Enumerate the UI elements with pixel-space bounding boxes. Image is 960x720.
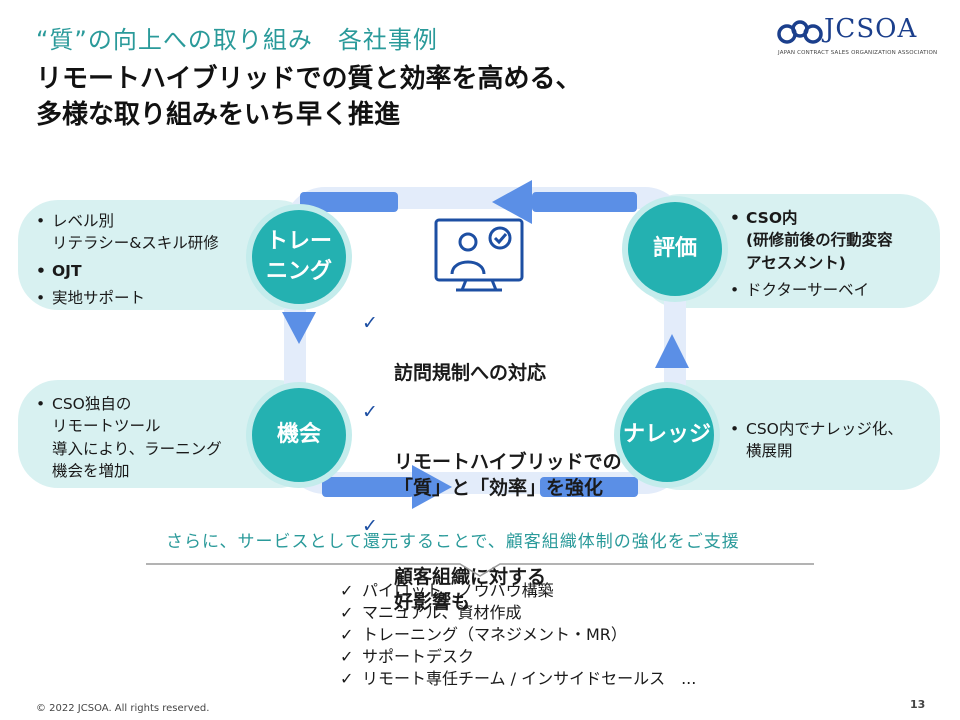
center-check-text-2: リモートハイブリッドでの 「質」と「効率」を強化 <box>394 451 622 499</box>
logo-subtext: JAPAN CONTRACT SALES ORGANIZATION ASSOCI… <box>778 50 938 56</box>
knowledge-circle: ナレッジ <box>614 382 720 488</box>
services-intro: さらに、サービスとして還元することで、顧客組織体制の強化をご支援 <box>166 532 740 552</box>
evaluation-bullets: CSO内 (研修前後の行動変容 アセスメント) ドクターサーベイ <box>726 207 936 307</box>
copyright: © 2022 JCSOA. All rights reserved. <box>36 703 210 714</box>
opportunity-circle: 機会 <box>246 382 352 488</box>
services-divider <box>146 563 814 577</box>
opportunity-bullet-1: CSO独自の リモートツール 導入により、ラーニング 機会を増加 <box>32 393 252 483</box>
service-item-2: マニュアル、資材作成 <box>340 602 696 624</box>
center-check-item-2: ✓ リモートハイブリッドでの 「質」と「効率」を強化 <box>360 399 650 502</box>
jcsoa-logo: JCSOA JAPAN CONTRACT SALES ORGANIZATION … <box>776 12 948 62</box>
opportunity-bullets: CSO独自の リモートツール 導入により、ラーニング 機会を増加 <box>32 393 252 488</box>
jcsoa-logo-mark-icon <box>777 20 823 44</box>
knowledge-bullets: CSO内でナレッジ化、 横展開 <box>726 418 936 468</box>
page-number: 13 <box>910 698 926 711</box>
arrow-top-left <box>300 180 637 224</box>
remote-presenter-icon <box>434 218 524 292</box>
service-item-3: トレーニング（マネジメント・MR） <box>340 624 696 646</box>
training-bullet-1: レベル別 リテラシー&スキル研修 <box>32 210 252 255</box>
check-icon: ✓ <box>362 312 378 334</box>
service-item-5: リモート専任チーム / インサイドセールス ... <box>340 668 696 690</box>
center-check-item-1: ✓ 訪問規制への対応 <box>360 310 650 387</box>
check-icon: ✓ <box>362 400 378 423</box>
evaluation-circle: 評価 <box>622 196 728 302</box>
knowledge-bullet-1: CSO内でナレッジ化、 横展開 <box>726 418 936 463</box>
center-checklist: ✓ 訪問規制への対応 ✓ リモートハイブリッドでの 「質」と「効率」を強化 ✓ … <box>360 310 650 628</box>
service-item-1: パイロット、ノウハウ構築 <box>340 580 696 602</box>
training-bullet-2: OJT <box>32 260 252 283</box>
training-bullets: レベル別 リテラシー&スキル研修 OJT 実地サポート <box>32 210 252 315</box>
evaluation-bullet-1: CSO内 (研修前後の行動変容 アセスメント) <box>726 207 936 274</box>
service-item-4: サポートデスク <box>340 646 696 668</box>
arrow-right-up <box>655 334 689 368</box>
training-bullet-3: 実地サポート <box>32 287 252 310</box>
services-list: パイロット、ノウハウ構築 マニュアル、資材作成 トレーニング（マネジメント・MR… <box>340 580 696 690</box>
page-title-line1: リモートハイブリッドでの質と効率を高める、 <box>36 64 582 94</box>
arrow-bottom-right <box>322 465 638 509</box>
evaluation-bullet-2: ドクターサーベイ <box>726 279 936 302</box>
training-circle: トレー ニング <box>246 204 352 310</box>
page-title-line2: 多様な取り組みをいち早く推進 <box>36 100 401 130</box>
check-icon: ✓ <box>362 515 378 538</box>
arrow-left-down <box>282 312 316 344</box>
center-check-text-1: 訪問規制への対応 <box>394 362 547 385</box>
page-subtitle: “質”の向上への取り組み 各社事例 <box>36 26 438 54</box>
logo-wordmark: JCSOA <box>824 14 918 44</box>
